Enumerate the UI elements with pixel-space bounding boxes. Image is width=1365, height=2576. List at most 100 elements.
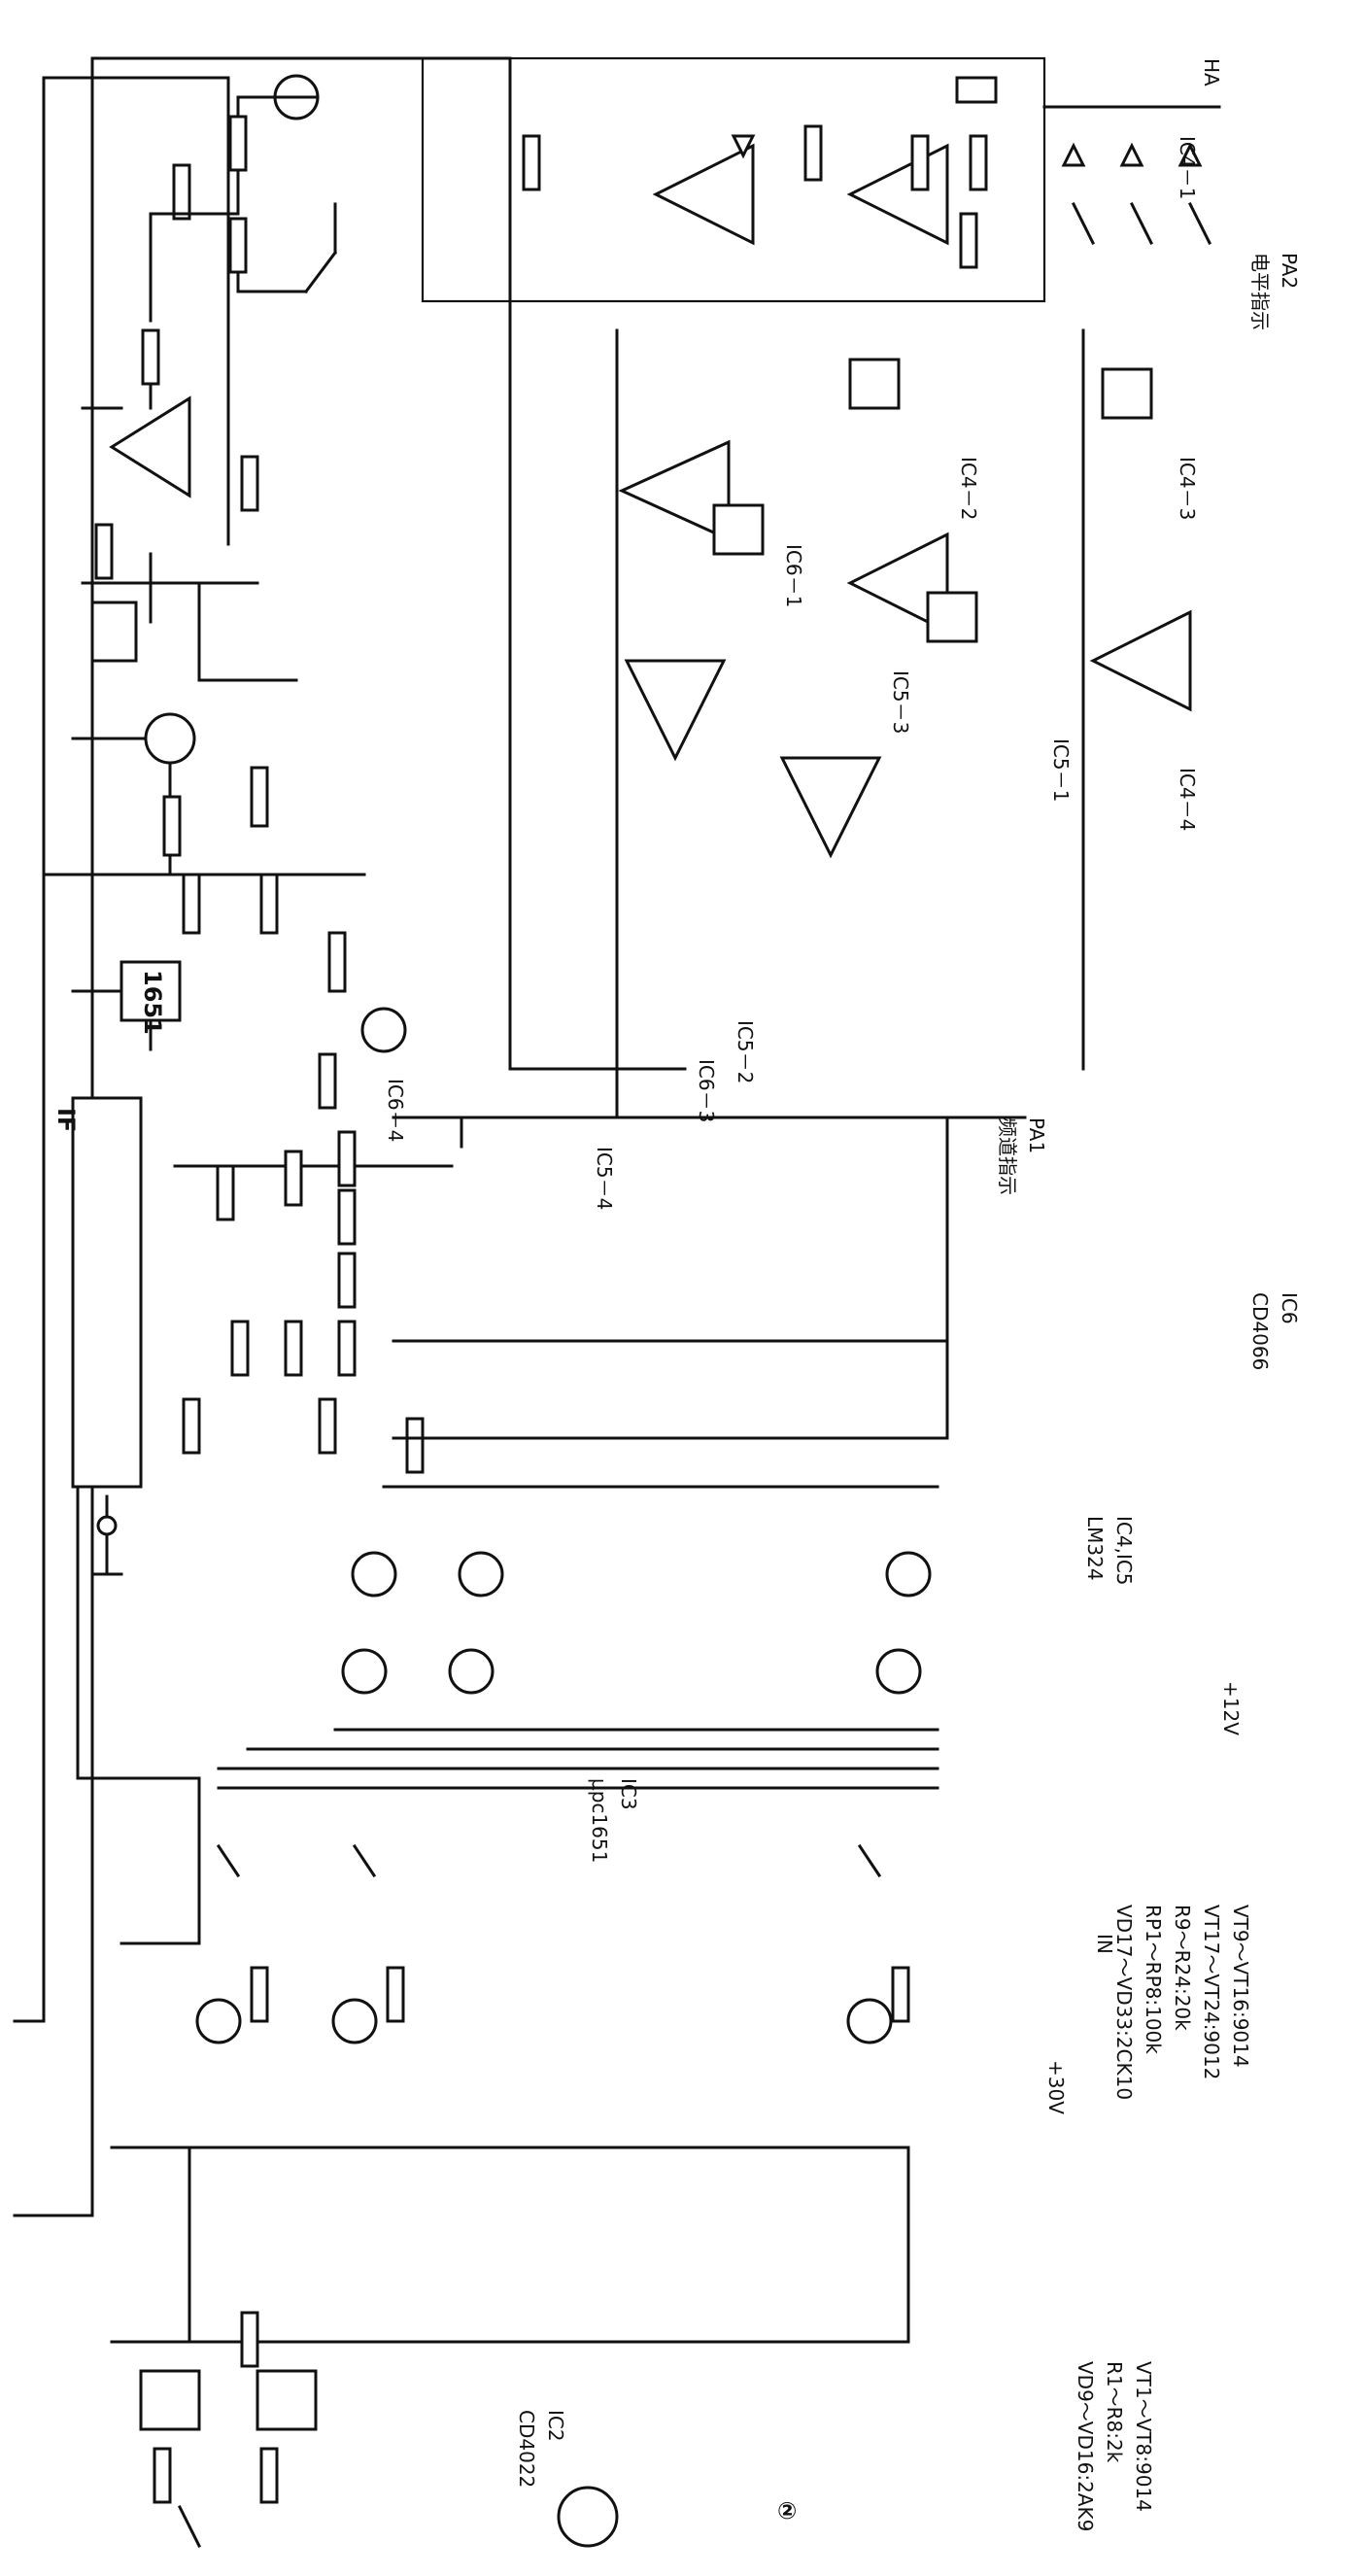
- r50-resistor: [327, 931, 347, 993]
- note-right-2: VT17～VT24:9012: [1200, 1905, 1223, 2079]
- r51-resistor: [162, 795, 182, 857]
- s2-switch[interactable]: [352, 1843, 377, 1878]
- r39-resistor: [337, 1188, 357, 1246]
- ic5-1-opamp: [624, 659, 727, 762]
- r52-resistor: [250, 766, 269, 828]
- vd43-diode: [1119, 142, 1144, 167]
- s10-switch[interactable]: [1071, 201, 1096, 246]
- vt18-transistor: [448, 1648, 495, 1695]
- r33-resistor: [284, 1320, 303, 1377]
- r30-resistor: [405, 1417, 425, 1474]
- level-indicator-section: [81, 74, 338, 624]
- figure-number-circle: [557, 2486, 619, 2548]
- r29-resistor: [318, 1397, 337, 1455]
- ic4-2-opamp: [618, 439, 731, 542]
- label-ic45: IC4,IC5: [1112, 1516, 1136, 1586]
- s11-switch[interactable]: [1129, 201, 1154, 246]
- r35-resistor: [337, 1252, 357, 1309]
- label-ic4-4: IC4－4: [1176, 768, 1199, 831]
- comparator-section: [615, 328, 1192, 1119]
- vt8-transistor: [846, 1998, 893, 2044]
- indicator-drivers: [195, 1966, 910, 2044]
- note-bottom-3: VD9～VD16:2AK9: [1074, 2361, 1097, 2531]
- counter-section: [110, 2146, 910, 2549]
- label-pa2: PA2: [1278, 253, 1301, 289]
- vt1-transistor: [195, 1998, 242, 2044]
- label-ic6-part: CD4066: [1248, 1292, 1272, 1370]
- label-ic3: IC3: [617, 1778, 640, 1810]
- if-amplifier-section: 1651: [42, 581, 407, 1110]
- label-ic6-3: IC6－3: [695, 1059, 718, 1122]
- r38-resistor: [284, 1150, 303, 1207]
- vd44-diode: [1177, 142, 1203, 167]
- band-voltage-ladder: [173, 1116, 949, 1474]
- label-pa2-desc: 电平指示: [1248, 253, 1272, 330]
- r40-resistor: [337, 1130, 357, 1187]
- ic6-2-switch: [848, 358, 901, 410]
- r82-resistor: [969, 134, 988, 191]
- label-pa1-desc: 频道指示: [996, 1117, 1019, 1195]
- s1-switch[interactable]: [216, 1843, 241, 1878]
- r26-resistor: [153, 2447, 172, 2504]
- channel-select-switches: [216, 1747, 939, 1878]
- r27b-resistor: [240, 2311, 259, 2368]
- label-ic4-2: IC4－2: [957, 457, 980, 520]
- ic4-1-opamp: [109, 395, 191, 498]
- s9-switch[interactable]: [177, 2504, 202, 2549]
- vd41-diode: [731, 134, 756, 159]
- t1-transformer: [90, 601, 138, 663]
- note-right-5: VD17～VD33:2CK10: [1112, 1905, 1136, 2100]
- ic3-chip-label: 1651: [139, 970, 166, 1035]
- label-ic5-4: IC5－4: [593, 1147, 616, 1210]
- nand-gate-b: [256, 2369, 318, 2431]
- figure-number: ②: [777, 2497, 797, 2524]
- label-ic4-3: IC4－3: [1176, 457, 1199, 520]
- r28-resistor: [182, 1397, 201, 1455]
- note-right-1: VT9～VT16:9014: [1229, 1905, 1252, 2068]
- label-v12: +12V: [1219, 1681, 1243, 1735]
- r45-resistor: [318, 1052, 337, 1110]
- s8-switch[interactable]: [857, 1843, 882, 1878]
- vt16-transistor: [885, 1551, 932, 1597]
- ic2-cd4022: [188, 2146, 910, 2344]
- ic5-4-opamp: [1089, 609, 1192, 712]
- note-right-4: RP1～RP8:100k: [1142, 1905, 1165, 2054]
- r78-resistor: [522, 134, 541, 191]
- ic6-3-switch: [926, 591, 978, 643]
- rotated-drawing: 1651: [13, 56, 1221, 2549]
- channel-preset-bank: [333, 1485, 939, 1732]
- r25-resistor: [259, 2447, 279, 2504]
- label-ic2-part: CD4022: [515, 2410, 538, 2488]
- note-bottom-2: R1～R8:2k: [1103, 2361, 1126, 2463]
- r32-resistor: [230, 1320, 250, 1377]
- r49-resistor: [259, 873, 279, 935]
- label-ic5-2: IC5－2: [734, 1020, 757, 1083]
- r55-resistor: [240, 455, 259, 512]
- label-ic6-1: IC6－1: [782, 544, 805, 607]
- ic5-3-opamp: [846, 532, 949, 635]
- r1-resistor: [250, 1966, 269, 2023]
- vt24-transistor: [875, 1648, 922, 1695]
- ic6-4-switch: [1101, 367, 1153, 420]
- alarm-section: [421, 56, 1046, 303]
- ic4-3-opamp: [652, 143, 755, 246]
- vt10-transistor: [458, 1551, 504, 1597]
- vd42-diode: [1061, 142, 1086, 167]
- vt17-transistor: [341, 1648, 388, 1695]
- label-pa1: PA1: [1025, 1117, 1048, 1153]
- vt2-transistor: [331, 1998, 378, 2044]
- r48-resistor: [182, 873, 201, 935]
- label-ic6: IC6: [1278, 1292, 1301, 1324]
- label-ic2: IC2: [544, 2410, 567, 2442]
- note-right-3: R9～R24:20k: [1171, 1905, 1194, 2031]
- label-tuner-model: IF: [52, 1108, 80, 1132]
- ic5-2-opamp: [779, 756, 882, 859]
- label-tuner: IN: [1093, 1934, 1116, 1954]
- label-ha: HA: [1200, 58, 1223, 86]
- r8-resistor: [891, 1966, 910, 2023]
- r57-resistor: [172, 163, 191, 221]
- label-ic4-1: IC4－1: [1176, 136, 1199, 199]
- r54-resistor: [94, 523, 114, 580]
- s12-switch[interactable]: [1187, 201, 1212, 246]
